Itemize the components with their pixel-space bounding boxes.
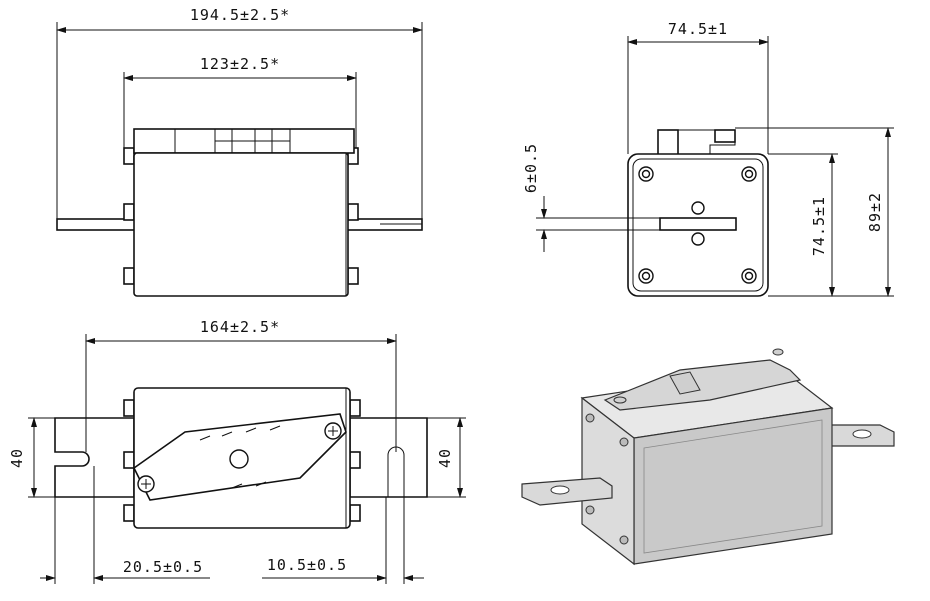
dim-side-overall-height: 89±2 <box>866 192 884 232</box>
dim-top-contact-span: 164±2.5* <box>200 318 280 336</box>
top-view: 164±2.5* 40 40 20.5±0.5 10.5±0.5 <box>8 318 466 584</box>
top-left-blade <box>54 417 135 498</box>
dim-front-overall-width: 194.5±2.5* <box>190 6 290 24</box>
dim-top-blade-width-left: 40 <box>8 448 26 468</box>
dim-top-blade-width-right: 40 <box>436 448 454 468</box>
dim-top-slot-width: 10.5±0.5 <box>267 556 347 574</box>
isometric-view <box>521 348 895 566</box>
dim-side-width: 74.5±1 <box>668 20 728 38</box>
side-blade <box>659 217 737 231</box>
dim-top-slot-offset: 20.5±0.5 <box>123 558 203 576</box>
dim-side-body-height: 74.5±1 <box>810 196 828 256</box>
front-view: 194.5±2.5* 123±2.5* <box>56 6 423 297</box>
front-body <box>133 152 349 297</box>
side-view: 74.5±1 6±0.5 74.5±1 89±2 <box>522 20 894 297</box>
dim-side-blade-thickness: 6±0.5 <box>522 143 540 193</box>
dim-front-body-width: 123±2.5* <box>200 55 280 73</box>
